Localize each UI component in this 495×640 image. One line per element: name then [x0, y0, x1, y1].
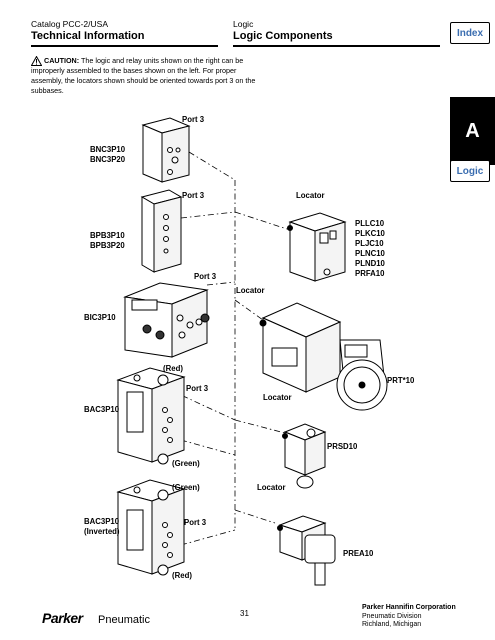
locator-label-pllc: Locator — [296, 191, 325, 200]
bic-model-label: BIC3P10 — [84, 313, 116, 322]
caution-prefix: CAUTION: — [44, 56, 80, 65]
caution-note: CAUTION: The logic and relay units shown… — [31, 56, 269, 96]
port3-label-bnc: Port 3 — [182, 115, 205, 124]
port3-label-bic: Port 3 — [194, 272, 217, 281]
prt-model-label: PRT*10 — [387, 376, 415, 385]
prsd-model-label: PRSD10 — [327, 442, 358, 451]
locator-label-prea: Locator — [257, 483, 286, 492]
category-title: Logic — [233, 19, 254, 29]
port3-label-bac: Port 3 — [186, 384, 209, 393]
port3-label-bpb: Port 3 — [182, 191, 205, 200]
green-label-bac: (Green) — [172, 459, 200, 468]
section-title-right: Logic Components — [233, 30, 333, 42]
bac-inverted-model-label: BAC3P10 (Inverted) — [84, 517, 120, 536]
pllc-relay — [287, 212, 347, 282]
section-title-left: Technical Information — [31, 30, 145, 42]
bpb-base — [140, 189, 183, 273]
locator-label-prt: Locator — [236, 286, 265, 295]
prea-relay — [277, 515, 336, 586]
logic-tab-button[interactable]: Logic — [450, 160, 490, 182]
prt-timer — [259, 302, 388, 411]
bnc-base — [141, 117, 191, 183]
page-number: 31 — [240, 609, 249, 618]
corporation-name: Parker Hannifin Corporation — [362, 604, 456, 611]
corporation-city: Richland, Michigan — [362, 621, 422, 628]
bac-inverted-base — [116, 479, 186, 576]
red-label-bac-inverted: (Red) — [172, 571, 192, 580]
prea-model-label: PREA10 — [343, 549, 374, 558]
corporation-division: Pneumatic Division — [362, 612, 422, 620]
parker-logo: Parker — [42, 610, 83, 626]
caution-text: The logic and relay units shown on the r… — [31, 56, 256, 95]
warning-icon — [31, 56, 42, 66]
green-label-bac-inverted: (Green) — [172, 483, 200, 492]
port3-label-bac-inverted: Port 3 — [184, 518, 207, 527]
locator-label-prsd: Locator — [263, 393, 292, 402]
bac-base — [116, 367, 186, 465]
bnc-model-label: BNC3P10 BNC3P20 — [90, 145, 126, 164]
catalog-number: Catalog PCC-2/USA — [31, 19, 109, 29]
index-button[interactable]: Index — [450, 22, 490, 44]
corporation-address: Parker Hannifin Corporation Pneumatic Di… — [362, 604, 456, 630]
bpb-model-label: BPB3P10 BPB3P20 — [90, 231, 125, 250]
red-label-bac: (Red) — [163, 364, 183, 373]
section-tab-letter: A — [450, 97, 495, 165]
header-rule-left — [31, 45, 218, 47]
pllc-model-labels: PLLC10 PLKC10 PLJC10 PLNC10 PLND10 PRFA1… — [355, 219, 385, 278]
header-rule-right — [233, 45, 440, 47]
bic-base — [123, 282, 210, 358]
footer-division-word: Pneumatic — [98, 614, 150, 626]
prsd-relay — [282, 423, 327, 489]
bac-model-label: BAC3P10 — [84, 405, 120, 414]
